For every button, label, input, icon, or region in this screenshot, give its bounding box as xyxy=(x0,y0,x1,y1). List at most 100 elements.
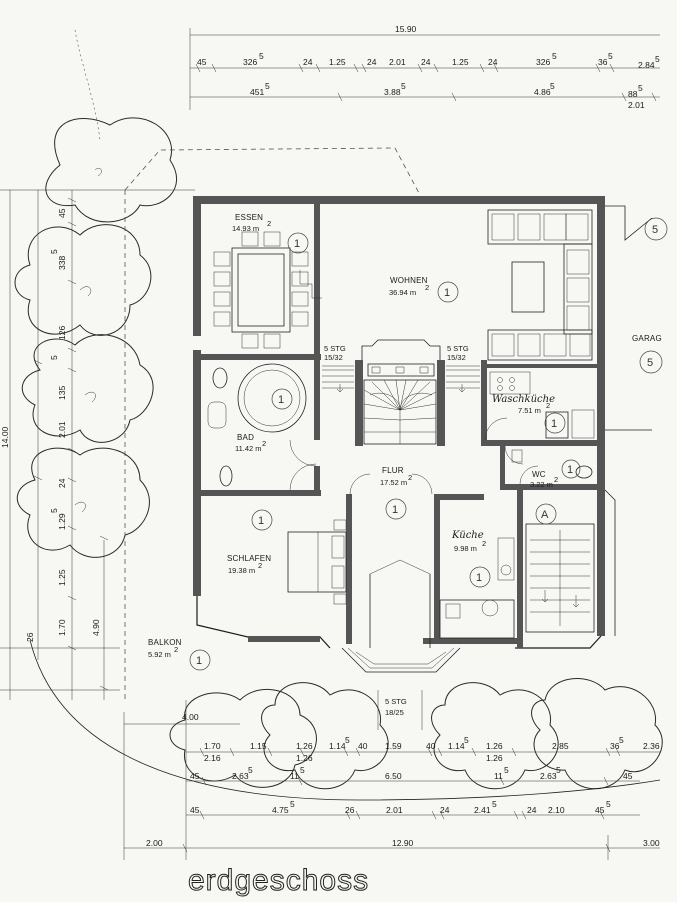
dim-b3-d: 2.01 xyxy=(386,805,403,815)
trees-bottom xyxy=(169,678,663,790)
marker-wohnen: 1 xyxy=(444,287,450,299)
dim-b1-k-sup: 5 xyxy=(619,735,624,745)
dim-b1b-c: 1.26 xyxy=(486,753,503,763)
marker-circle-wohnen xyxy=(437,281,459,303)
dim-r1-h: 1.25 xyxy=(452,57,469,67)
garage-edge xyxy=(604,205,653,636)
left-dimensions: 45 338 5 126 135 2.01 24 1.29 5 1.25 1.7… xyxy=(0,189,195,700)
dim-l-b: 338 xyxy=(57,256,67,270)
dim-r2-b: 3.88 xyxy=(384,87,401,97)
laundry-fixtures xyxy=(489,371,595,439)
dim-b3-i-sup: 5 xyxy=(606,799,611,809)
bottom-dimensions: 4.00 1.70 1.15 1.26 1.14 5 40 1.59 40 1.… xyxy=(123,700,660,860)
trees-left xyxy=(14,117,177,558)
room-area-waschkueche-sup: 2 xyxy=(546,401,550,410)
dining-table xyxy=(213,231,322,349)
marker-schlafen: 1 xyxy=(258,515,264,527)
room-area-flur-sup: 2 xyxy=(408,473,412,482)
dim-l-k: 26 xyxy=(25,632,35,642)
dim-b1-a: 1.70 xyxy=(204,741,221,751)
top-dimensions: 15.90 45 326 5 24 1.25 24 2.01 24 1.25 2… xyxy=(189,24,660,110)
dim-l-b-sup: 5 xyxy=(49,249,59,254)
marker-garage: 5 xyxy=(647,357,653,369)
dim-r2-a: 451 xyxy=(250,87,264,97)
marker-circle-schlafen xyxy=(251,509,273,531)
marker-circle-flur xyxy=(385,498,407,520)
room-area-balkon: 5.92 m xyxy=(148,650,171,659)
dim-l-total: 14.00 xyxy=(0,426,10,448)
room-area-waschkueche: 7.51 m xyxy=(518,406,541,415)
marker-circle-waschkueche xyxy=(544,412,566,434)
dim-l-g: 1.29 xyxy=(57,513,67,530)
dim-b3-b-sup: 5 xyxy=(290,799,295,809)
marker-circle-essen xyxy=(287,232,309,254)
stair-right-ratio: 15/32 xyxy=(447,353,466,362)
dim-r1-b-sup: 5 xyxy=(259,51,264,61)
dim-total-width: 15.90 xyxy=(395,24,417,34)
dim-r1-i: 24 xyxy=(488,57,498,67)
marker-circle-stair-a xyxy=(535,503,557,525)
central-staircase xyxy=(363,379,437,445)
marker-essen: 1 xyxy=(294,238,300,250)
dim-b1-g: 40 xyxy=(426,741,436,751)
dim-b3-c: 26 xyxy=(345,805,355,815)
dim-b2-b: 2.63 xyxy=(232,771,249,781)
drawing-title: erdgeschoss xyxy=(188,864,369,897)
dim-b1b-a: 2.16 xyxy=(204,753,221,763)
dim-b1-e: 40 xyxy=(358,741,368,751)
room-area-wc: 3.22 m xyxy=(530,480,553,489)
dim-r1-e: 24 xyxy=(367,57,377,67)
room-name-bad: BAD xyxy=(237,433,254,442)
dim-r1-k: 36 xyxy=(598,57,608,67)
dim-b1-l: 2.36 xyxy=(643,741,660,751)
dim-r1-c: 24 xyxy=(303,57,313,67)
property-line xyxy=(74,29,101,141)
marker-balkon: 1 xyxy=(196,655,202,667)
dim-r2-a-sup: 5 xyxy=(265,81,270,91)
interior-walls xyxy=(201,204,597,648)
dim-b1-i: 1.26 xyxy=(486,741,503,751)
step-treads xyxy=(322,369,480,393)
room-area-wohnen: 36.94 m xyxy=(389,288,416,297)
dim-b1-j: 2.85 xyxy=(552,741,569,751)
room-area-schlafen: 19.38 m xyxy=(228,566,255,575)
dim-b2-c-sup: 5 xyxy=(300,765,305,775)
fireplace xyxy=(361,339,441,377)
dim-r1-l: 2.84 xyxy=(638,60,655,70)
dim-l-j: 4.90 xyxy=(91,619,101,636)
room-name-schlafen: SCHLAFEN xyxy=(227,554,271,563)
dim-l-i: 1.70 xyxy=(57,619,67,636)
entrance-bay xyxy=(341,559,461,730)
room-name-wc: WC xyxy=(532,470,546,479)
dim-b2-a: 45 xyxy=(190,771,200,781)
dim-b2-e-sup: 5 xyxy=(504,765,509,775)
marker-waschkueche: 1 xyxy=(551,418,557,430)
dim-l-g-sup: 5 xyxy=(49,508,59,513)
room-name-kueche: Küche xyxy=(451,530,484,541)
dim-r2-e: 2.01 xyxy=(628,100,645,110)
room-labels: ESSEN 14.93 m 2 WOHNEN 36.94 m 2 BAD 11.… xyxy=(148,213,662,659)
dim-b3-f-sup: 5 xyxy=(492,799,497,809)
dim-r2-c-sup: 5 xyxy=(550,81,555,91)
room-area-flur: 17.52 m xyxy=(380,478,407,487)
marker-wc: 1 xyxy=(567,464,573,476)
dim-b1-c: 1.26 xyxy=(296,741,313,751)
dim-b1-h-sup: 5 xyxy=(464,735,469,745)
dim-b4-c: 3.00 xyxy=(643,838,660,848)
room-name-waschkueche: Waschküche xyxy=(492,394,555,405)
dim-b0-a: 4.00 xyxy=(182,712,199,722)
dim-r2-d: 88 xyxy=(628,89,638,99)
dim-r1-a: 45 xyxy=(197,57,207,67)
dim-r1-l-sup: 5 xyxy=(655,54,660,64)
stair-left-label: 5 STG xyxy=(324,344,346,353)
bedroom-bed xyxy=(287,519,347,605)
dim-b1b-b: 1.26 xyxy=(296,753,313,763)
room-name-balkon: BALKON xyxy=(148,638,182,647)
dim-b1-d: 1.14 xyxy=(329,741,346,751)
dim-b2-b-sup: 5 xyxy=(248,765,253,775)
marker-five: 5 xyxy=(652,224,658,236)
dim-l-a: 45 xyxy=(57,208,67,218)
dim-r2-d-sup: 5 xyxy=(638,83,643,93)
dim-b1-d-sup: 5 xyxy=(345,735,350,745)
dim-b2-d: 6.50 xyxy=(385,771,402,781)
